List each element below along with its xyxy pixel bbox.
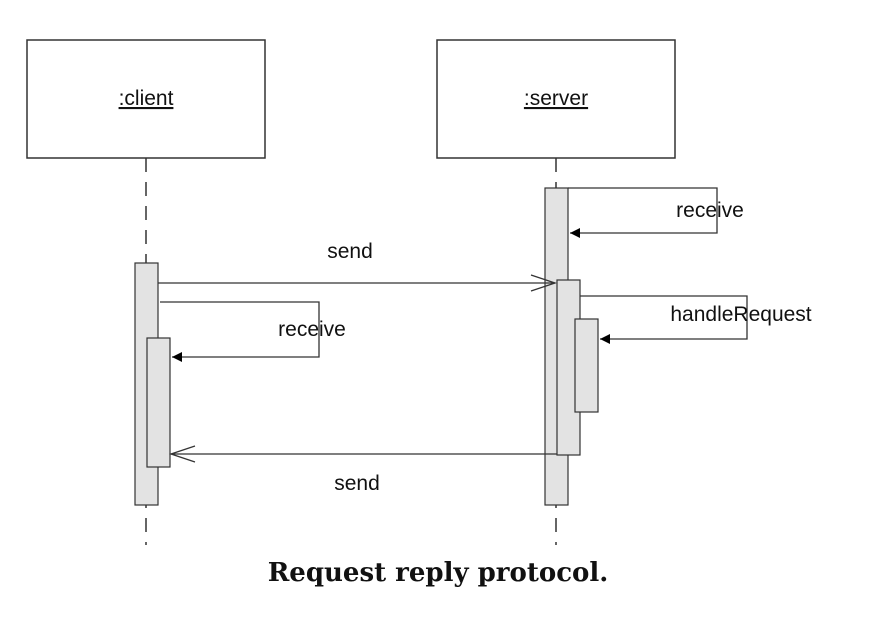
diagram-caption: Request reply protocol. xyxy=(267,558,609,588)
lifeline-server: :server xyxy=(436,39,676,545)
message-label: send xyxy=(334,472,380,495)
client-box xyxy=(26,39,266,159)
message-label: send xyxy=(327,240,373,263)
message-send-request: send xyxy=(158,240,558,292)
client-label: :client xyxy=(119,87,174,110)
message-label: receive xyxy=(278,318,346,341)
message-server-receive: receive xyxy=(568,187,744,238)
server-handle-activation xyxy=(574,318,599,413)
self-call-line xyxy=(160,301,320,362)
server-label: :server xyxy=(524,87,588,110)
self-call-line xyxy=(580,295,748,344)
open-arrowhead xyxy=(168,445,196,463)
server-box xyxy=(436,39,676,159)
self-call-line xyxy=(568,187,718,238)
client-nested-activation xyxy=(146,337,171,468)
message-send-reply: send xyxy=(168,445,557,495)
message-label: handleRequest xyxy=(670,303,811,326)
message-label: receive xyxy=(676,199,744,222)
message-server-handle-request: handleRequest xyxy=(580,295,812,344)
open-arrowhead xyxy=(530,274,558,292)
message-client-receive: receive xyxy=(160,301,346,362)
lifeline-client: :client xyxy=(26,39,266,545)
